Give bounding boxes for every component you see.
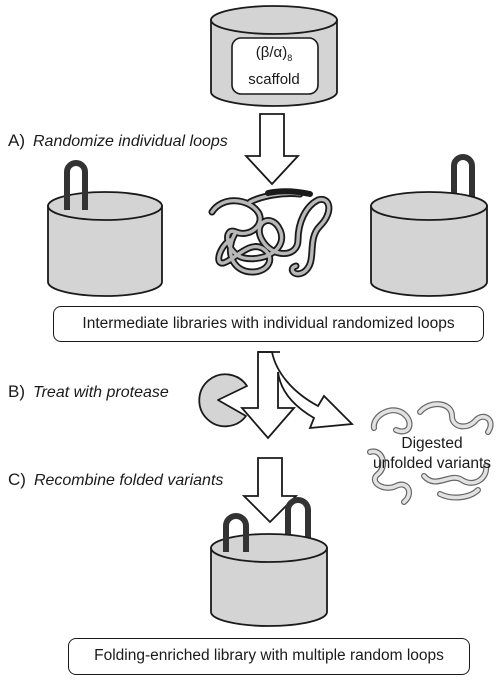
arrow-down-a [243, 113, 301, 186]
step-b-letter: B) [8, 382, 25, 401]
digested-strands [367, 401, 494, 505]
final-library-text: Folding-enriched library with multiple r… [94, 647, 444, 664]
scaffold-barrel [210, 5, 338, 107]
protease-icon [198, 373, 248, 428]
final-library-box: Folding-enriched library with multiple r… [68, 638, 470, 675]
scaffold-subscript: 8 [287, 53, 293, 63]
intermediate-library-box: Intermediate libraries with individual r… [53, 306, 484, 342]
scaffold-symbol: (β/α) [255, 44, 288, 61]
step-b-label: B) Treat with protease [8, 382, 169, 403]
step-c-label: C) Recombine folded variants [8, 470, 223, 491]
digested-label: Digested unfolded variants [364, 434, 500, 474]
step-a-label: A) Randomize individual loops [8, 131, 228, 152]
right-barrel-with-loop [370, 154, 488, 297]
arrow-down-c [241, 457, 299, 524]
final-barrel-with-loops [210, 497, 328, 627]
intermediate-library-text: Intermediate libraries with individual r… [82, 315, 455, 332]
step-a-text: Randomize individual loops [33, 133, 228, 150]
digested-line1: Digested [401, 435, 463, 452]
step-c-letter: C) [8, 470, 26, 489]
scaffold-label: (β/α)8 scaffold [236, 42, 312, 90]
arrow-split-b [240, 351, 354, 440]
scaffold-word: scaffold [248, 71, 300, 88]
step-c-text: Recombine folded variants [33, 472, 224, 489]
left-barrel-with-loop [47, 160, 163, 297]
step-a-letter: A) [8, 131, 25, 150]
digested-line2: unfolded variants [372, 455, 492, 472]
tangled-chain [208, 188, 333, 278]
scaffold-label-line1: (β/α)8 [236, 42, 312, 69]
step-b-text: Treat with protease [33, 384, 169, 401]
